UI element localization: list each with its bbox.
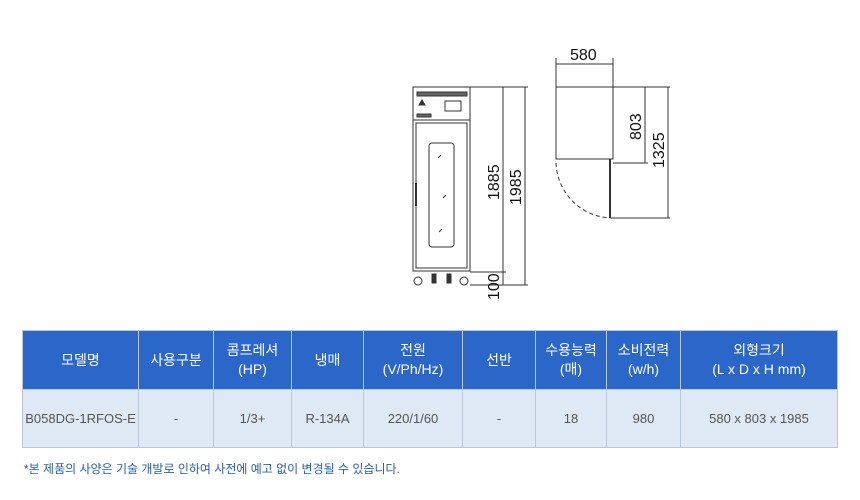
cell-shelf: - [462,389,536,448]
leg-height-label: 100 [486,273,503,300]
cell-consumption: 980 [606,389,681,448]
header-usage: 사용구분 [138,330,214,390]
side-view [555,58,670,219]
total-height-label: 1985 [508,169,525,205]
header-shelf: 선반 [462,330,536,390]
header-dimensions: 외형크기(L x D x H mm) [680,330,838,390]
depth-label: 803 [628,113,645,140]
cell-usage: - [138,389,214,448]
cell-model: B058DG-1RFOS-E [22,389,139,448]
swing-depth-label: 1325 [651,132,668,168]
header-compressor: 콤프레셔(HP) [213,330,292,390]
product-dimension-drawing: 1885 1985 100 580 803 1325 [412,47,670,300]
cell-compressor: 1/3+ [213,389,292,448]
cell-power: 220/1/60 [363,389,463,448]
header-consumption: 소비전력(w/h) [606,330,681,390]
cell-refrigerant: R-134A [291,389,364,448]
spec-change-note: *본 제품의 사양은 기술 개발로 인하여 사전에 예고 없이 변경될 수 있습… [24,462,400,476]
cell-capacity: 18 [535,389,607,448]
width-label: 580 [570,47,597,64]
header-model: 모델명 [22,330,139,390]
spec-table: 모델명 사용구분 콤프레셔(HP) 냉매 전원(V/Ph/Hz) 선반 수용능력… [22,330,838,448]
body-height-label: 1885 [486,164,503,200]
table-row: B058DG-1RFOS-E - 1/3+ R-134A 220/1/60 - … [22,389,838,448]
front-view [412,86,471,286]
header-refrigerant: 냉매 [291,330,364,390]
header-power: 전원(V/Ph/Hz) [363,330,463,390]
header-capacity: 수용능력(매) [535,330,607,390]
table-header-row: 모델명 사용구분 콤프레셔(HP) 냉매 전원(V/Ph/Hz) 선반 수용능력… [22,330,838,390]
height-dimensions [470,86,528,286]
cell-dimensions: 580 x 803 x 1985 [680,389,838,448]
